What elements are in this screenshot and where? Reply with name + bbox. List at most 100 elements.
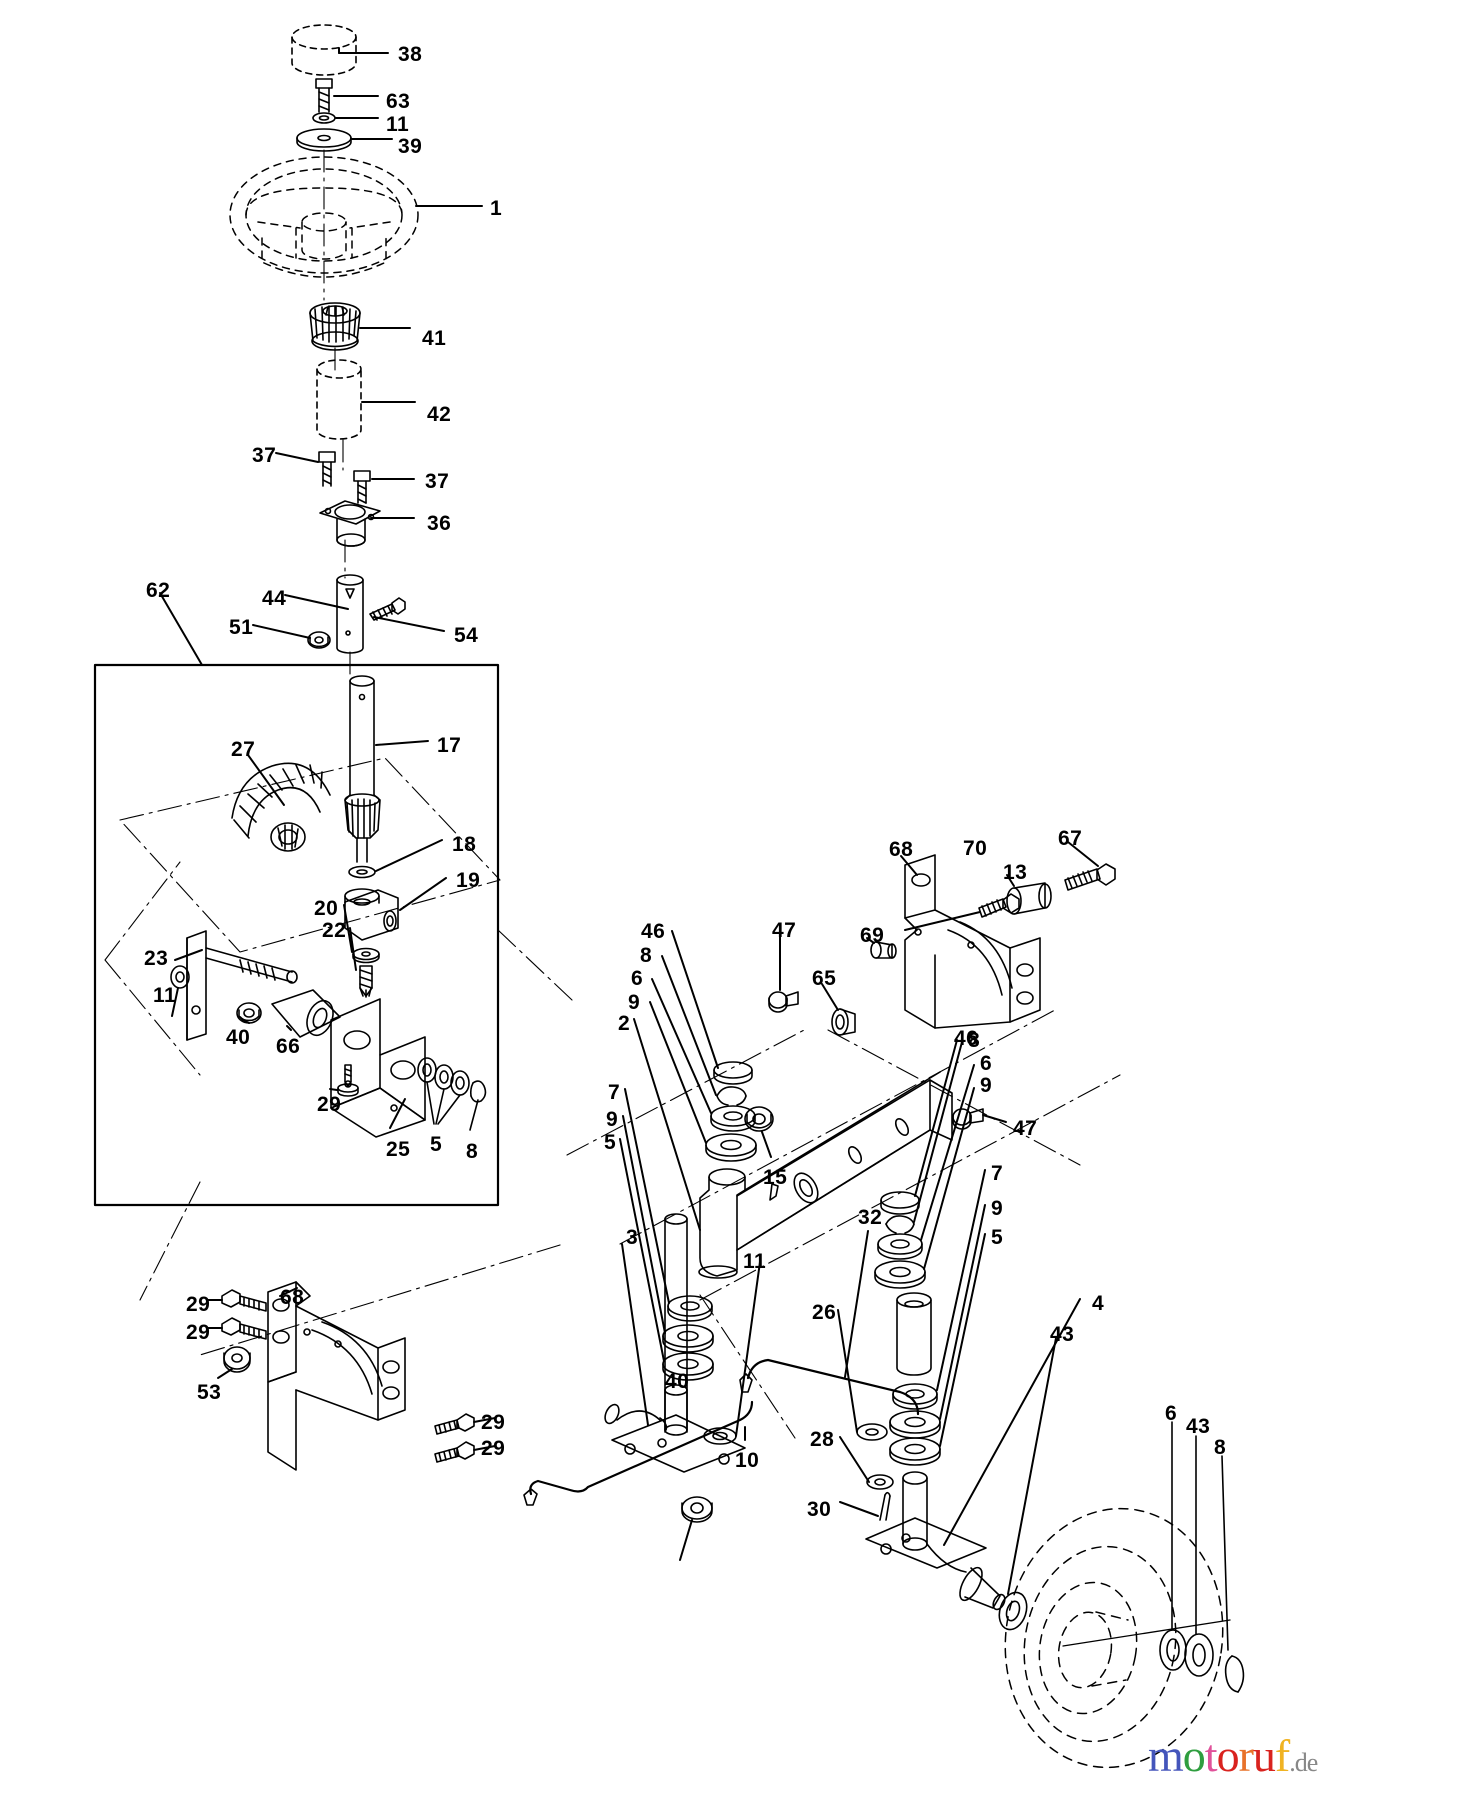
callout-70: 70 [963, 837, 988, 860]
part-28-washer [866, 1474, 894, 1490]
callout-65: 65 [812, 967, 837, 990]
callout-11: 11 [153, 984, 177, 1007]
callout-47: 47 [772, 919, 797, 942]
part-8-retaining-ring [469, 1080, 487, 1103]
part-37-screw-left [318, 451, 336, 487]
part-26-washer [856, 1423, 888, 1441]
callout-23: 23 [144, 947, 169, 970]
callout-68: 68 [280, 1286, 305, 1309]
part-7-washer-right [892, 1383, 938, 1410]
part-47-grease-fitting-left [768, 991, 799, 1013]
part-11-washer-bracket [170, 965, 190, 989]
callout-9: 9 [628, 991, 641, 1014]
part-66-spacer-tube [271, 989, 341, 1038]
callout-29: 29 [481, 1437, 506, 1460]
part-10-tie-rod [523, 1400, 754, 1506]
callout-8: 8 [1214, 1436, 1227, 1459]
part-70-bolt [978, 893, 1020, 918]
callout-7: 7 [608, 1081, 621, 1104]
part-3-spindle-left [664, 1213, 688, 1433]
callout-8: 8 [968, 1029, 981, 1052]
callout-29: 29 [317, 1093, 342, 1116]
callout-29: 29 [481, 1411, 506, 1434]
part-8-retaining-ring-right [885, 1215, 915, 1234]
callout-54: 54 [454, 624, 479, 647]
part-43-washer-outer [998, 1591, 1028, 1631]
part-4-spindle-right [865, 1471, 1006, 1611]
part-9-washer-right-lower [889, 1410, 941, 1439]
callout-40: 40 [226, 1026, 251, 1049]
callout-6: 6 [631, 967, 644, 990]
callout-3: 3 [626, 1226, 639, 1249]
part-32-drag-link [739, 1358, 920, 1416]
callout-6: 6 [1165, 1402, 1178, 1425]
callout-32: 32 [858, 1206, 883, 1229]
callout-19: 19 [456, 869, 481, 892]
callout-42: 42 [427, 403, 452, 426]
watermark-letter: o [1182, 1730, 1206, 1781]
callout-17: 17 [437, 734, 462, 757]
part-54-hex-bolt [369, 597, 406, 621]
part-36-flange-bearing [319, 500, 381, 547]
callout-22: 22 [322, 919, 347, 942]
callout-68: 68 [889, 838, 914, 861]
part-2-front-axle [698, 1071, 953, 1279]
callout-66: 66 [276, 1035, 301, 1058]
part-27-sector-gear [231, 762, 331, 852]
callout-40: 40 [665, 1370, 690, 1393]
callout-37: 37 [252, 444, 277, 467]
part-29-screw-d [434, 1441, 475, 1463]
part-37-screw-right [353, 470, 371, 504]
part-29-screw-c [434, 1413, 475, 1435]
watermark-letter: o [1216, 1730, 1240, 1781]
callout-9: 9 [606, 1108, 619, 1131]
part-9-washer-left-lower [662, 1324, 714, 1353]
watermark-letter: t [1204, 1730, 1218, 1781]
inset-box-62 [93, 663, 500, 1207]
part-13-spacer [1006, 882, 1052, 915]
part-67-bolt [1064, 863, 1116, 891]
part-42-steering-insert [316, 359, 362, 440]
part-29-screw-b [221, 1317, 267, 1340]
callout-43: 43 [1050, 1323, 1075, 1346]
part-30-cotter-pin [879, 1491, 891, 1521]
callout-44: 44 [262, 587, 287, 610]
part-20-washer [352, 947, 380, 964]
part-68-bracket-left [267, 1281, 406, 1471]
part-6-washer-right [877, 1233, 923, 1260]
part-39-flat-washer [296, 128, 352, 152]
callout-39: 39 [398, 135, 423, 158]
callout-69: 69 [860, 924, 885, 947]
part-44-shaft-extension [336, 574, 364, 654]
callout-13: 13 [1003, 861, 1028, 884]
callout-20: 20 [314, 897, 339, 920]
callout-67: 67 [1058, 827, 1083, 850]
watermark-motoruf: motoruf.de [1148, 1730, 1318, 1781]
callout-11: 11 [386, 113, 410, 136]
callout-5: 5 [604, 1131, 617, 1154]
part-18-washer [348, 865, 376, 879]
callout-28: 28 [810, 1428, 835, 1451]
watermark-letter: r [1238, 1730, 1254, 1781]
callout-29: 29 [186, 1321, 211, 1344]
callout-47: 47 [1013, 1117, 1038, 1140]
callout-8: 8 [640, 944, 653, 967]
callout-30: 30 [807, 1498, 832, 1521]
part-46-dust-cap-left [713, 1061, 753, 1085]
part-19-bushing-block [344, 888, 399, 941]
callout-38: 38 [398, 43, 423, 66]
callout-63: 63 [386, 90, 411, 113]
part-22-screw [359, 965, 373, 998]
callout-8: 8 [466, 1140, 479, 1163]
part-front-wheel [1004, 1507, 1224, 1769]
watermark-letter: f [1274, 1730, 1290, 1781]
callout-43: 43 [1186, 1415, 1211, 1438]
watermark-letter: u [1252, 1730, 1276, 1781]
callout-7: 7 [991, 1162, 1004, 1185]
part-29-screw-a [221, 1289, 267, 1312]
part-17-steering-shaft [344, 675, 381, 863]
callout-15: 15 [763, 1166, 788, 1189]
part-46-dust-cap-right [880, 1191, 920, 1215]
callout-36: 36 [427, 512, 452, 535]
